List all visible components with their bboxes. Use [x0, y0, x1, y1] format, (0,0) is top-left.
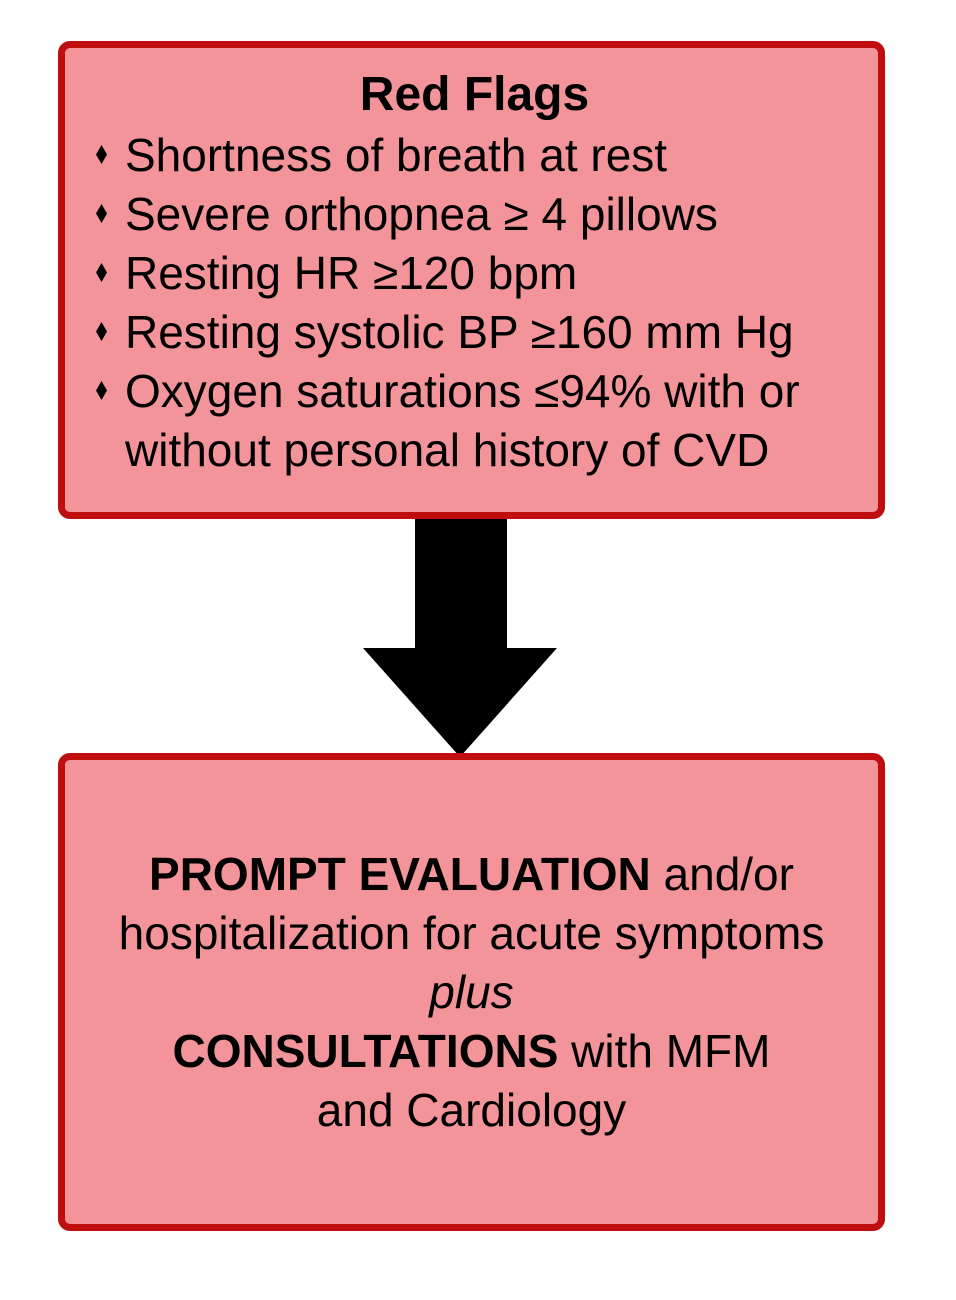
diamond-bullet-icon [96, 204, 107, 223]
down-arrow-icon [363, 519, 557, 757]
action-line-3-plus: plus [429, 965, 514, 1018]
red-flag-item: Shortness of breath at rest [91, 126, 858, 185]
red-flag-text: Oxygen saturations ≤94% with or without … [125, 365, 800, 476]
red-flags-box: Red Flags Shortness of breath at rest Se… [58, 41, 885, 519]
action-line-2: hospitalization for acute symptoms [118, 906, 825, 959]
prompt-evaluation-text: PROMPT EVALUATION [149, 847, 651, 900]
diamond-bullet-icon [96, 322, 107, 341]
red-flag-text: Resting systolic BP ≥160 mm Hg [125, 306, 794, 358]
red-flag-text: Resting HR ≥120 bpm [125, 247, 578, 299]
red-flag-item: Severe orthopnea ≥ 4 pillows [91, 185, 858, 244]
red-flags-list: Shortness of breath at rest Severe ortho… [91, 126, 858, 480]
action-line-1: PROMPT EVALUATION and/or [149, 845, 794, 904]
with-mfm-text: with MFM [558, 1024, 771, 1077]
action-line-5: and Cardiology [316, 1083, 627, 1136]
red-flags-title: Red Flags [359, 68, 590, 121]
red-flag-item: Resting HR ≥120 bpm [91, 244, 858, 303]
red-flag-text: Shortness of breath at rest [125, 129, 668, 181]
diamond-bullet-icon [96, 381, 107, 400]
red-flag-item: Resting systolic BP ≥160 mm Hg [91, 303, 858, 362]
and-or-text: and/or [650, 847, 794, 900]
action-line-4: CONSULTATIONS with MFM [173, 1022, 771, 1081]
red-flag-text: Severe orthopnea ≥ 4 pillows [125, 188, 718, 240]
diamond-bullet-icon [96, 145, 107, 164]
action-box: PROMPT EVALUATION and/or hospitalization… [58, 753, 885, 1231]
consultations-text: CONSULTATIONS [172, 1024, 559, 1077]
red-flag-item: Oxygen saturations ≤94% with or without … [91, 362, 858, 480]
diamond-bullet-icon [96, 263, 107, 282]
